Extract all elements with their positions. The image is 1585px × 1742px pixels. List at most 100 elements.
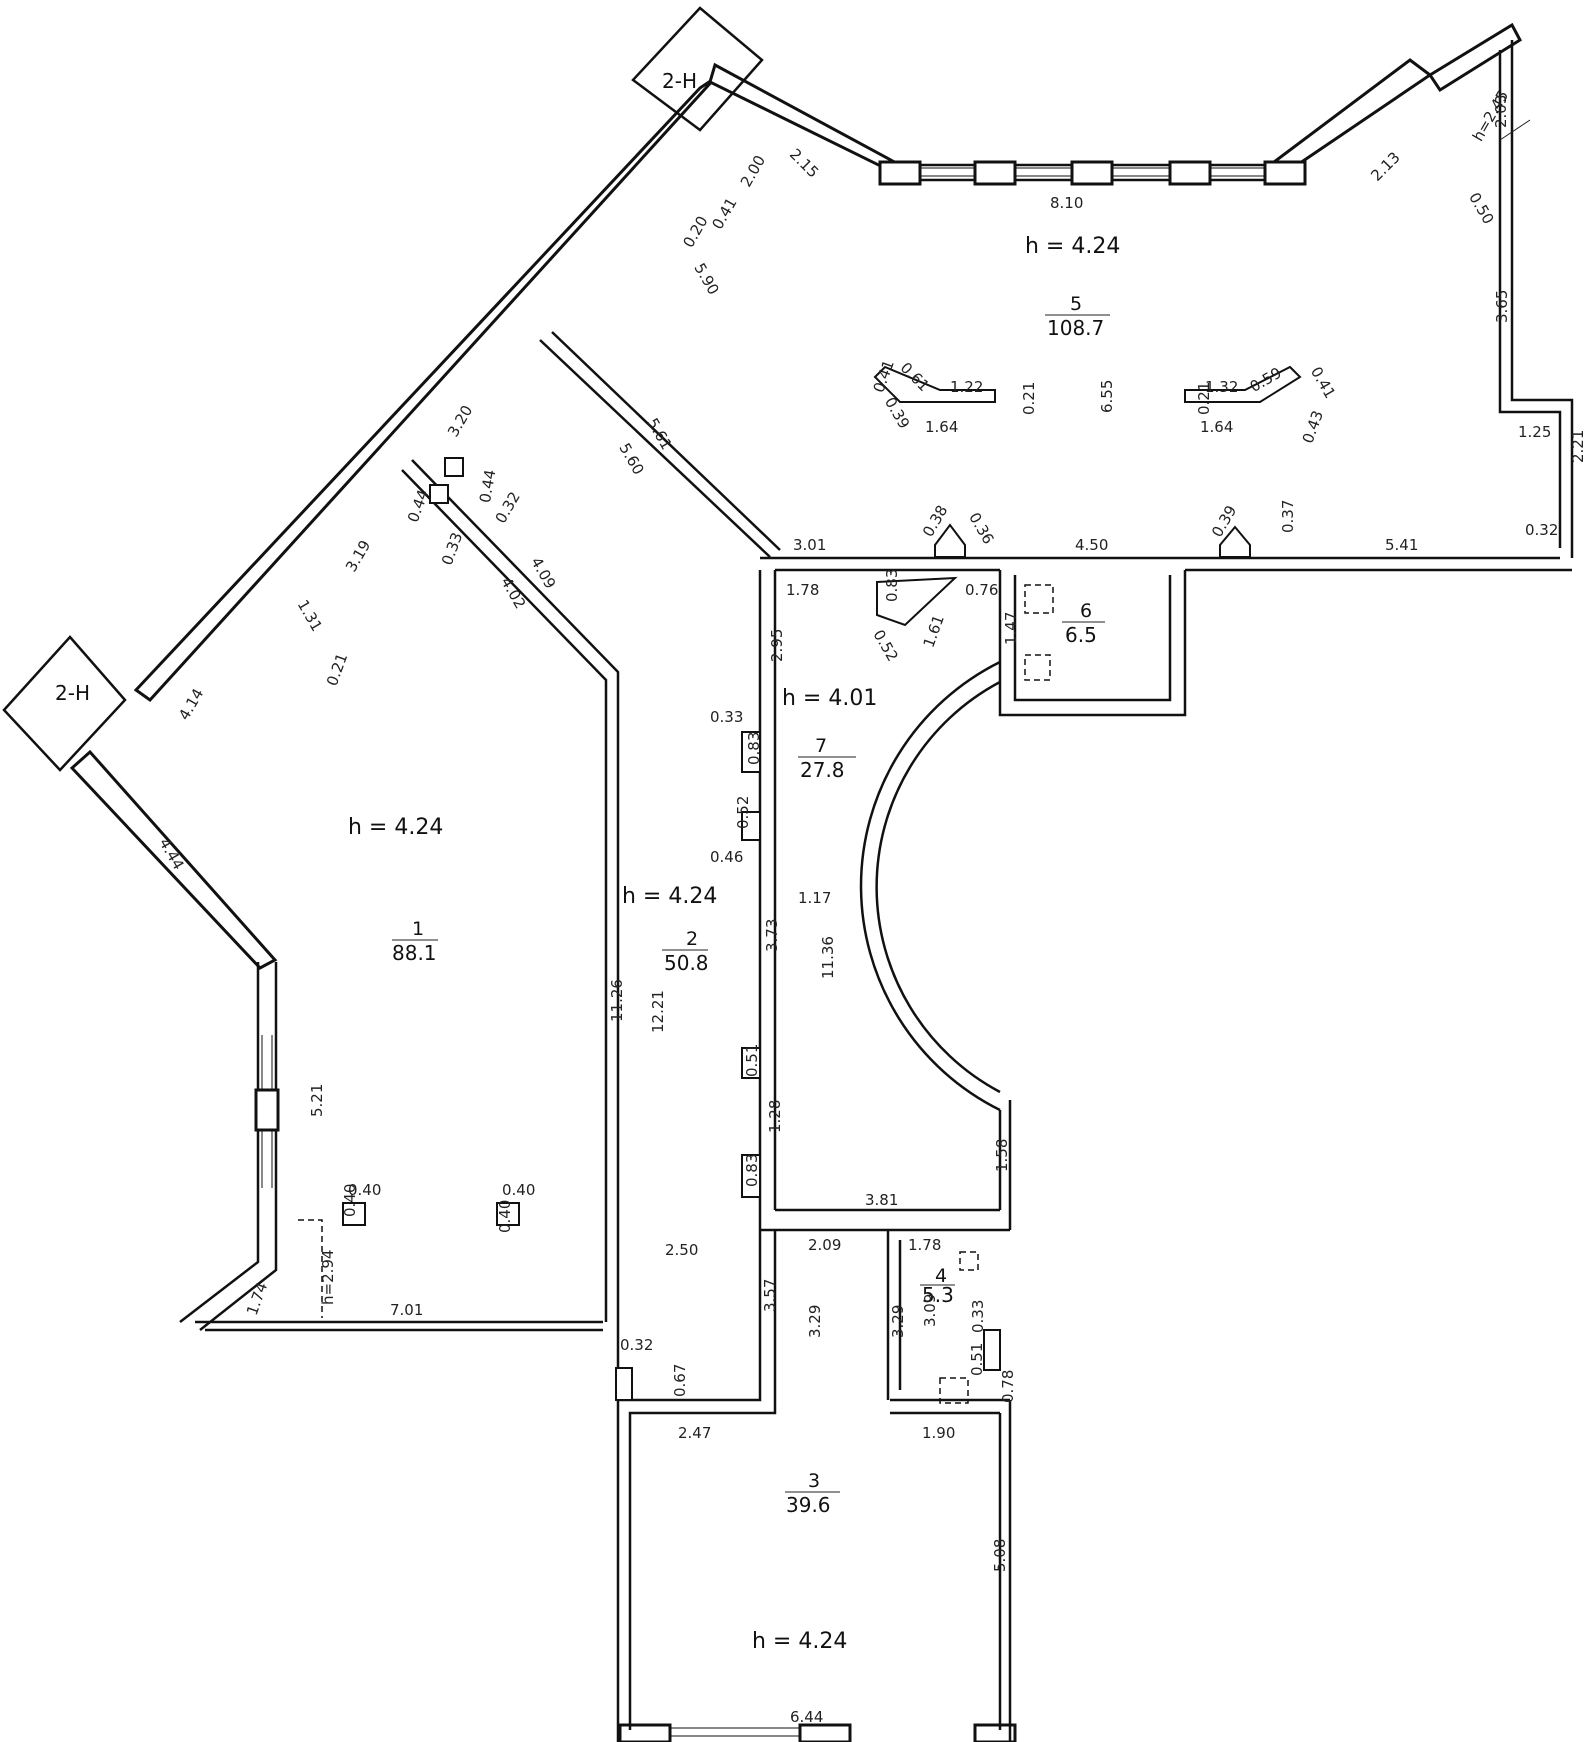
dim-label: 0.46 — [710, 848, 743, 866]
room-1-area: 88.1 — [392, 941, 437, 965]
dim-label: 0.40 — [502, 1181, 535, 1199]
dim-label: 0.40 — [348, 1181, 381, 1199]
dim-label: 2.15 — [786, 145, 822, 181]
fixtures — [298, 119, 1531, 1404]
dim-label: 0.76 — [965, 581, 998, 599]
dim-label: 3.81 — [865, 1191, 898, 1209]
dim-label: 2.21 — [1569, 430, 1585, 463]
room-5-height: h = 4.24 — [1025, 234, 1120, 259]
dim-label: 1.78 — [786, 581, 819, 599]
dim-label: 0.52 — [869, 627, 901, 665]
room-2-area: 50.8 — [664, 951, 709, 975]
dim-label: 0.32 — [620, 1336, 653, 1354]
dim-label: 0.83 — [743, 1154, 761, 1187]
dim-label: 2.47 — [678, 1424, 711, 1442]
dim-label: 0.50 — [1465, 189, 1497, 227]
room-3-number: 3 — [808, 1470, 820, 1492]
stair-blocks — [2, 6, 764, 772]
dim-label: 7.01 — [390, 1301, 423, 1319]
dim-label: 4.02 — [497, 574, 529, 612]
dim-label: 0.44 — [404, 487, 432, 525]
special-height-left: h=2.94 — [319, 1250, 337, 1305]
dim-label: 1.90 — [922, 1424, 955, 1442]
dim-label: 11.36 — [819, 936, 837, 979]
dim-label: 5.60 — [615, 440, 647, 478]
dim-label: 3.57 — [761, 1279, 779, 1312]
stair-tag-top: 2-H — [662, 69, 697, 93]
stair-tag-left: 2-H — [55, 681, 90, 705]
interior-walls — [401, 331, 1187, 1742]
room-2-height: h = 4.24 — [622, 884, 717, 909]
dim-label: 1.74 — [243, 1280, 271, 1318]
dim-label: 5.08 — [991, 1539, 1009, 1572]
dim-label: 2.50 — [665, 1241, 698, 1259]
dim-label: 1.58 — [993, 1139, 1011, 1172]
room-6-area: 6.5 — [1065, 623, 1097, 647]
dim-label: 0.40 — [496, 1200, 514, 1233]
room-1-number: 1 — [412, 918, 424, 940]
dim-label: 0.36 — [965, 509, 997, 547]
dim-label: 4.14 — [175, 685, 207, 723]
room-5-number: 5 — [1070, 293, 1082, 315]
room-5-area: 108.7 — [1047, 316, 1104, 340]
dim-label: 0.41 — [708, 195, 740, 233]
dim-label: 0.52 — [734, 796, 752, 829]
dim-label: 1.61 — [920, 612, 948, 650]
dim-label: 5.90 — [690, 260, 722, 298]
room-2-number: 2 — [686, 928, 698, 950]
dim-label: 0.21 — [323, 651, 351, 689]
dimension-labels: 2.15 8.10 2.13 2.03 0.50 3.65 1.25 2.21 … — [155, 95, 1585, 1726]
room-6-number: 6 — [1080, 600, 1092, 622]
dim-label: 3.65 — [1493, 290, 1511, 323]
dim-label: 1.25 — [1518, 423, 1551, 441]
room-4-number: 4 — [935, 1265, 947, 1287]
left-windows — [254, 1035, 280, 1188]
room-labels: 1 88.1 h = 4.24 2 50.8 h = 4.24 3 39.6 h… — [55, 69, 1512, 1654]
dim-label: 0.20 — [679, 213, 711, 251]
dim-label: 3.29 — [889, 1305, 907, 1338]
dim-label: 1.28 — [766, 1100, 784, 1133]
dim-label: 0.32 — [492, 489, 524, 527]
dim-label: 2.03 — [1492, 95, 1510, 128]
dim-label: 0.83 — [745, 732, 763, 765]
dim-label: 3.01 — [793, 536, 826, 554]
room-3-area: 39.6 — [786, 1493, 831, 1517]
room-7-area: 27.8 — [800, 758, 845, 782]
dim-label: 6.44 — [790, 1708, 823, 1726]
dim-label: 0.43 — [1299, 408, 1327, 446]
dim-label: 0.33 — [969, 1300, 987, 1333]
dim-label: 5.21 — [308, 1084, 326, 1117]
room-4-area: 5.3 — [922, 1283, 954, 1307]
dim-label: 3.20 — [444, 402, 476, 440]
top-windows — [878, 160, 1307, 186]
dim-label: 0.83 — [883, 569, 901, 602]
dim-label: 0.51 — [743, 1044, 761, 1077]
dim-label: 2.09 — [808, 1236, 841, 1254]
dim-label: 0.40 — [341, 1184, 359, 1217]
dim-label: 6.55 — [1098, 380, 1116, 413]
dim-label: 3.29 — [806, 1305, 824, 1338]
dim-label: 0.51 — [968, 1343, 986, 1376]
dim-label: 1.64 — [1200, 418, 1233, 436]
dim-label: 1.32 — [1205, 378, 1238, 396]
dim-label: 0.67 — [671, 1364, 689, 1397]
dim-label: 1.47 — [1002, 612, 1020, 645]
dim-label: 2.13 — [1367, 148, 1403, 184]
dim-label: 1.64 — [925, 418, 958, 436]
dim-label: 0.32 — [1525, 521, 1558, 539]
dim-label: 11.26 — [608, 979, 626, 1022]
dim-label: 1.22 — [950, 378, 983, 396]
dim-label: 5.41 — [1385, 536, 1418, 554]
bottom-windows — [618, 1723, 1017, 1742]
outer-walls — [69, 22, 1574, 1332]
room-7-number: 7 — [815, 735, 827, 757]
dim-label: 3.09 — [921, 1294, 939, 1327]
dim-label: 8.10 — [1050, 194, 1083, 212]
dim-label: 3.19 — [342, 537, 374, 575]
dim-label: 3.73 — [763, 919, 781, 952]
dim-label: 1.78 — [908, 1236, 941, 1254]
dim-label: 0.44 — [476, 468, 500, 504]
dim-label: 12.21 — [649, 990, 667, 1033]
dim-label: 1.17 — [798, 889, 831, 907]
